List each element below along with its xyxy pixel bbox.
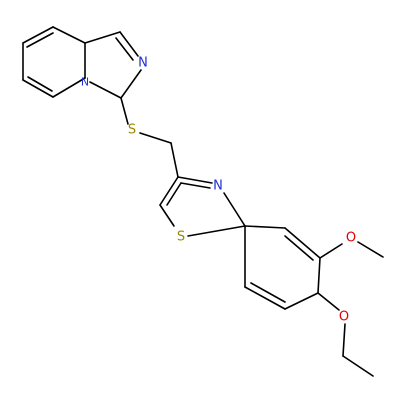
bond [26,32,54,48]
bond [342,323,346,357]
bond [177,176,213,184]
bond [319,243,343,259]
bond [357,241,384,258]
bond [120,69,142,99]
bond [22,26,54,44]
atom-label-n: N [138,56,148,71]
bond [317,257,321,294]
bond [284,227,321,259]
bond [284,292,319,310]
atom-label-o: O [339,310,349,325]
bond [170,142,179,178]
atom-label-o: O [346,231,356,246]
bond [166,182,182,206]
bond [159,176,179,206]
bond [139,132,172,144]
bond [27,76,53,92]
bond [244,286,286,310]
bond [52,77,86,98]
bond [180,182,211,189]
bond [244,225,286,229]
bond [284,235,314,261]
bond [115,37,134,61]
bond [223,192,246,227]
atom-label-s: S [177,230,185,245]
bond [22,79,54,98]
bond [342,355,374,377]
bond [84,31,121,44]
bond [317,292,340,311]
bond [89,81,122,99]
bond [187,225,246,237]
bond [250,282,286,303]
atom-label-n: N [213,179,223,194]
bond [119,31,139,57]
bond [52,26,86,44]
bond [120,97,129,125]
atom-label-s: S [128,123,136,138]
bond [159,204,175,227]
atom-label-n: N [81,76,89,89]
